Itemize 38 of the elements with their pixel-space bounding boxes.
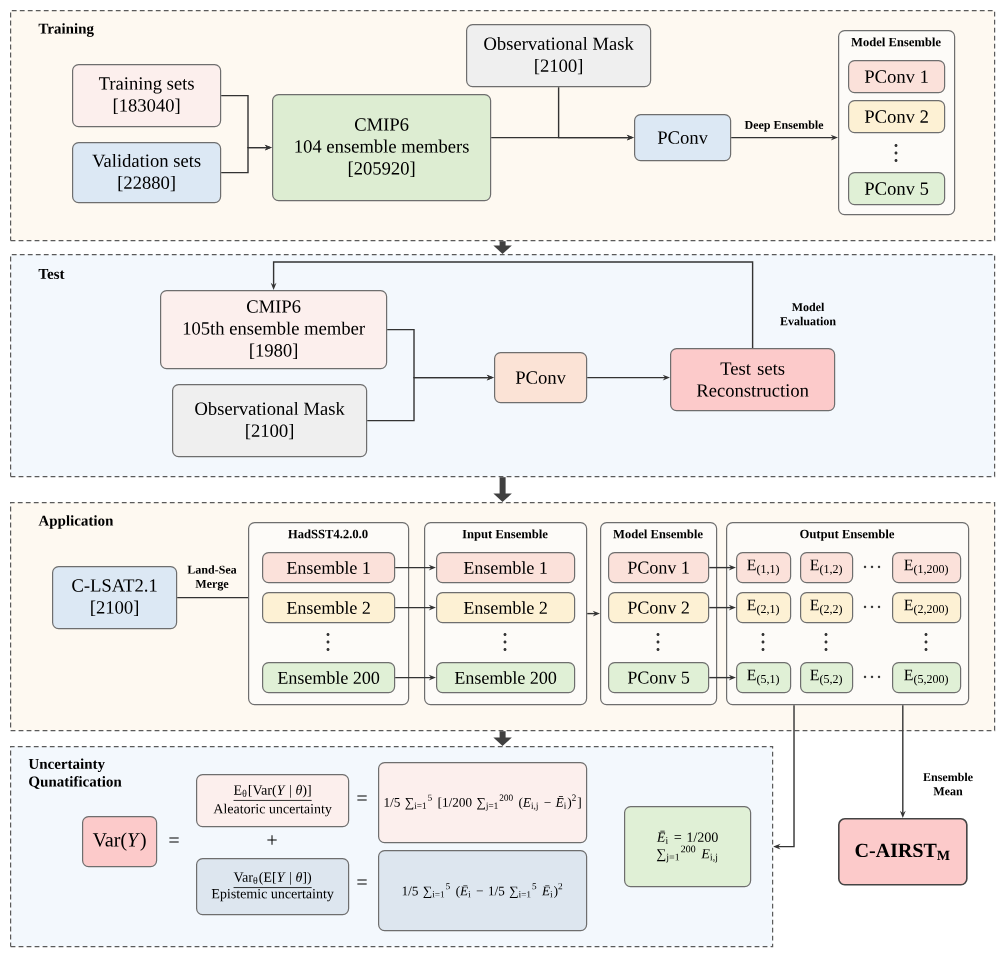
output-box: E$_{(5,1)}$: [736, 662, 792, 694]
output-box: E$_{(2,2)}$: [800, 592, 854, 624]
output-box: E$_{(1,1)}$: [736, 552, 792, 584]
dataset-box: Validation sets [22880]: [72, 142, 222, 204]
mask-box: Observational Mask [2100]: [466, 24, 652, 88]
output-box: E$_{(1,200)}$: [892, 552, 962, 584]
model-box: PConv 2: [848, 100, 946, 134]
result-box: C-AIRST$_{M}$: [838, 818, 968, 886]
math-operator: =: [169, 837, 179, 843]
output-box: E$_{(1,2)}$: [800, 552, 854, 584]
model-box: PConv 1: [848, 60, 946, 94]
math-operator: =: [357, 879, 367, 885]
math-operator: =: [357, 795, 367, 801]
ensemble-box: Ensemble 2: [262, 592, 396, 624]
dataset-box: Training sets [183040]: [72, 64, 222, 128]
ensemble-box: Ensemble 1: [262, 552, 396, 584]
output-box: E$_{(5,2)}$: [800, 662, 854, 694]
mask-box: Observational Mask [2100]: [172, 384, 368, 458]
model-box: PConv: [634, 114, 732, 162]
model-box: PConv 1: [608, 552, 710, 584]
connector-line: [176, 596, 249, 599]
ensemble-box: Ensemble 200: [262, 662, 396, 694]
math-operator: +: [267, 835, 277, 845]
dataset-box: CMIP6 104 ensemble members [205920]: [272, 94, 492, 202]
variance-box: Var(Y): [82, 816, 158, 868]
model-box: PConv: [494, 352, 588, 404]
output-box: E$_{(2,200)}$: [892, 592, 962, 624]
output-box: E$_{(2,1)}$: [736, 592, 792, 624]
ensemble-box: Ensemble 2: [436, 592, 576, 624]
model-box: PConv 5: [848, 172, 946, 206]
output-box: E$_{(5,200)}$: [892, 662, 962, 694]
result-box: Test sets Reconstruction: [670, 348, 836, 412]
ensemble-box: Ensemble 1: [436, 552, 576, 584]
ensemble-box: Ensemble 200: [436, 662, 576, 694]
dataset-box: CMIP6 105th ensemble member [1980]: [160, 290, 388, 370]
model-box: PConv 2: [608, 592, 710, 624]
dataset-box: C-LSAT2.1 [2100]: [52, 566, 178, 630]
model-box: PConv 5: [608, 662, 710, 694]
